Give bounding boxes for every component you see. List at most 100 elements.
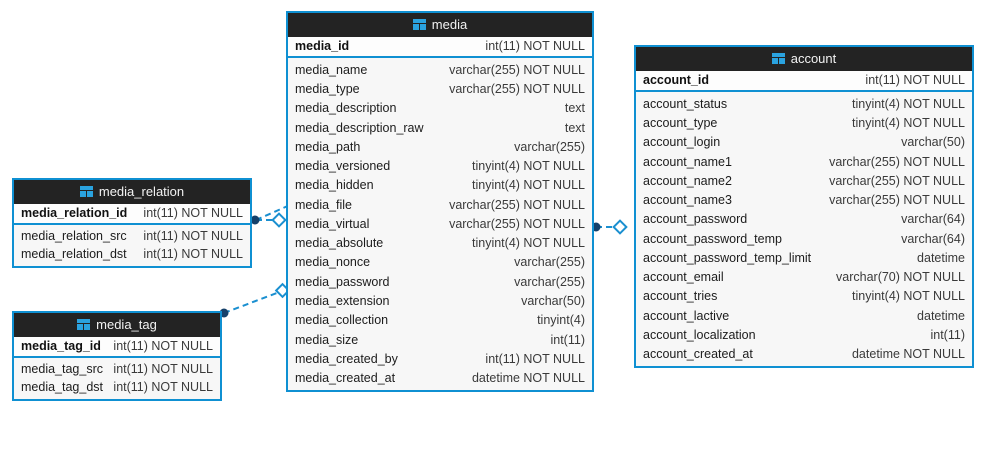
entity-header-account: account — [636, 47, 972, 71]
column-row[interactable]: media_collection tinyint(4) — [288, 311, 592, 330]
column-type: datetime NOT NULL — [851, 347, 965, 362]
column-row[interactable]: media_password varchar(255) — [288, 272, 592, 291]
entity-title: media — [431, 17, 468, 32]
column-row[interactable]: account_type tinyint(4) NOT NULL — [636, 114, 972, 133]
column-type: int(11) NOT NULL — [113, 361, 213, 376]
column-name: account_email — [643, 270, 724, 285]
column-type: varchar(255) NOT NULL — [829, 154, 965, 169]
column-row-primary-key[interactable]: media_id int(11) NOT NULL — [288, 37, 592, 56]
entity-table-account[interactable]: account account_id int(11) NOT NULL acco… — [634, 45, 974, 369]
column-name: media_nonce — [295, 255, 371, 270]
entity-table-media_relation[interactable]: media_relation media_relation_id int(11)… — [12, 178, 252, 268]
column-row[interactable]: account_lactive datetime — [636, 306, 972, 325]
column-type: tinyint(4) — [537, 313, 585, 328]
column-type: int(11) NOT NULL — [113, 339, 213, 353]
column-name: account_login — [643, 135, 721, 150]
column-row[interactable]: account_name1 varchar(255) NOT NULL — [636, 152, 972, 171]
relationship-line — [255, 204, 291, 221]
column-row-primary-key[interactable]: account_id int(11) NOT NULL — [636, 71, 972, 90]
column-type: varchar(70) NOT NULL — [836, 270, 965, 285]
column-type: varchar(255) NOT NULL — [449, 216, 585, 231]
column-name: account_name1 — [643, 154, 732, 169]
column-type: int(11) — [550, 332, 585, 347]
primary-key-section: media_id int(11) NOT NULL — [288, 37, 592, 59]
column-name: media_collection — [295, 313, 389, 328]
column-type: datetime — [917, 308, 965, 323]
column-type: varchar(64) — [901, 231, 965, 246]
primary-key-section: media_relation_id int(11) NOT NULL — [14, 204, 250, 225]
column-type: varchar(255) NOT NULL — [449, 197, 585, 212]
column-name: media_hidden — [295, 178, 374, 193]
column-type: datetime NOT NULL — [471, 371, 585, 386]
entity-table-media[interactable]: media media_id int(11) NOT NULL media_na… — [286, 11, 594, 393]
column-row[interactable]: account_email varchar(70) NOT NULL — [636, 268, 972, 287]
column-type: int(11) NOT NULL — [143, 228, 243, 243]
column-type: tinyint(4) NOT NULL — [472, 178, 585, 193]
column-name: media_name — [295, 62, 368, 77]
column-name: media_extension — [295, 294, 390, 309]
column-type: int(11) NOT NULL — [113, 380, 213, 394]
column-type: varchar(255) — [514, 274, 585, 289]
entity-header-media_relation: media_relation — [14, 180, 250, 204]
column-type: int(11) NOT NULL — [485, 39, 585, 54]
column-type: text — [564, 101, 585, 116]
column-row[interactable]: media_hidden tinyint(4) NOT NULL — [288, 176, 592, 195]
relationship-media_tag-media — [219, 282, 291, 318]
column-name: account_lactive — [643, 308, 730, 323]
column-type: varchar(255) NOT NULL — [829, 173, 965, 188]
entity-header-media_tag: media_tag — [14, 313, 220, 337]
relationship-endpoint-diamond — [612, 219, 628, 235]
table-icon — [77, 319, 91, 330]
column-type: tinyint(4) NOT NULL — [472, 159, 585, 174]
column-row[interactable]: account_login varchar(50) — [636, 133, 972, 152]
column-type: tinyint(4) NOT NULL — [852, 115, 965, 130]
column-name: media_password — [295, 274, 390, 289]
column-name: media_tag_id — [21, 339, 101, 353]
entity-header-media: media — [288, 13, 592, 37]
column-row-primary-key[interactable]: media_relation_id int(11) NOT NULL — [14, 204, 250, 223]
column-type: int(11) — [930, 328, 965, 343]
column-name: account_type — [643, 115, 718, 130]
column-name: media_id — [295, 39, 350, 54]
column-name: media_absolute — [295, 236, 384, 251]
column-name: media_path — [295, 139, 361, 154]
entity-title: account — [790, 51, 837, 66]
relationship-endpoint-diamond — [271, 212, 287, 228]
column-row-primary-key[interactable]: media_tag_id int(11) NOT NULL — [14, 337, 220, 356]
primary-key-section: media_tag_id int(11) NOT NULL — [14, 337, 220, 358]
entity-table-media_tag[interactable]: media_tag media_tag_id int(11) NOT NULL … — [12, 311, 222, 401]
column-type: int(11) NOT NULL — [143, 206, 243, 220]
column-type: varchar(50) — [901, 135, 965, 150]
column-name: account_tries — [643, 289, 718, 304]
